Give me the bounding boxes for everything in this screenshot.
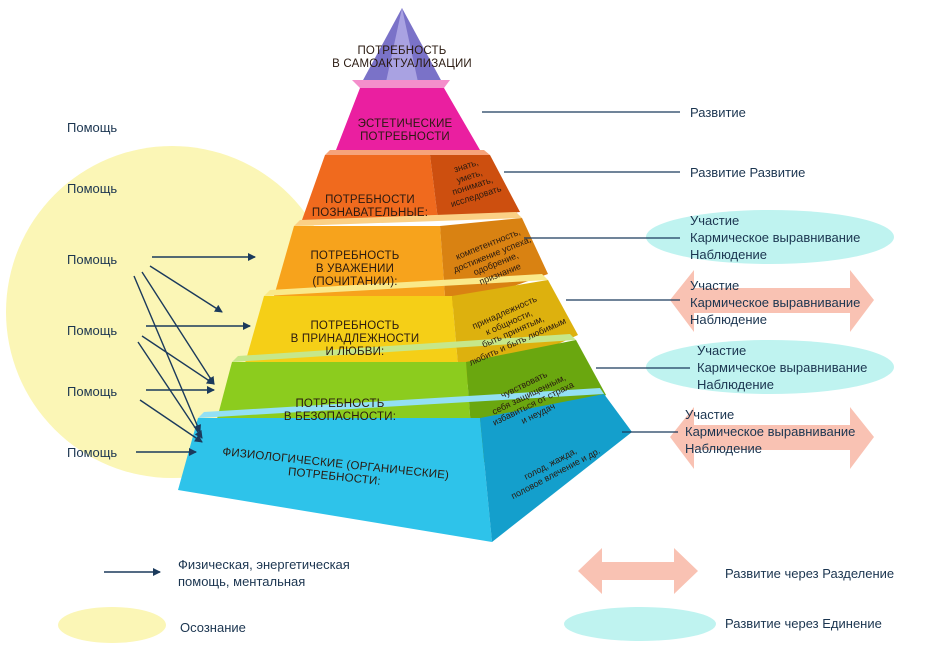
legend-awareness-text: Осознание xyxy=(180,620,246,635)
help-label-6: Помощь xyxy=(67,445,118,460)
help-label-5: Помощь xyxy=(67,384,118,399)
level-aesthetic-top xyxy=(352,80,450,88)
help-arrow-6 xyxy=(141,335,215,385)
level-belonging-top xyxy=(264,274,548,296)
help-arrow-2 xyxy=(149,265,223,313)
help-label-3: Помощь xyxy=(67,252,118,267)
legend-unity-text: Развитие через Единение xyxy=(725,616,882,631)
level-cognitive-top xyxy=(325,150,490,155)
help-arrow-4 xyxy=(133,275,201,433)
legend-separation-arrow xyxy=(578,548,698,594)
level-physiological-side xyxy=(480,394,632,542)
level-self-actualization-face xyxy=(386,8,418,82)
level-cognitive-side xyxy=(430,155,520,220)
legend-unity-ellipse xyxy=(564,607,716,641)
help-label-2: Помощь xyxy=(67,181,118,196)
legend-awareness-ellipse xyxy=(58,607,166,643)
level-physiological-top xyxy=(198,388,604,418)
right-label-1: Развитие xyxy=(690,105,746,120)
right-label-2: Развитие Развитие xyxy=(690,165,806,180)
unity-ellipse-1 xyxy=(646,210,894,264)
level-aesthetic-front xyxy=(336,88,480,150)
separation-arrow-2 xyxy=(670,407,874,469)
right-connectors xyxy=(482,111,690,433)
level-physiological-front xyxy=(178,418,492,542)
legend-separation-text: Развитие через Разделение xyxy=(725,566,895,581)
help-arrow-3 xyxy=(141,271,215,385)
level-safety-top xyxy=(232,334,576,362)
level-esteem-side xyxy=(440,218,548,310)
separation-arrow-1 xyxy=(670,270,874,332)
help-label-4: Помощь xyxy=(67,323,118,338)
level-esteem-top xyxy=(294,212,522,226)
help-arrow-9 xyxy=(139,399,203,443)
unity-ellipse-2 xyxy=(646,340,894,394)
help-arrows xyxy=(104,253,256,576)
pyramid xyxy=(178,8,632,542)
help-label-1: Помощь xyxy=(67,120,118,135)
level-cognitive-front xyxy=(302,155,438,220)
